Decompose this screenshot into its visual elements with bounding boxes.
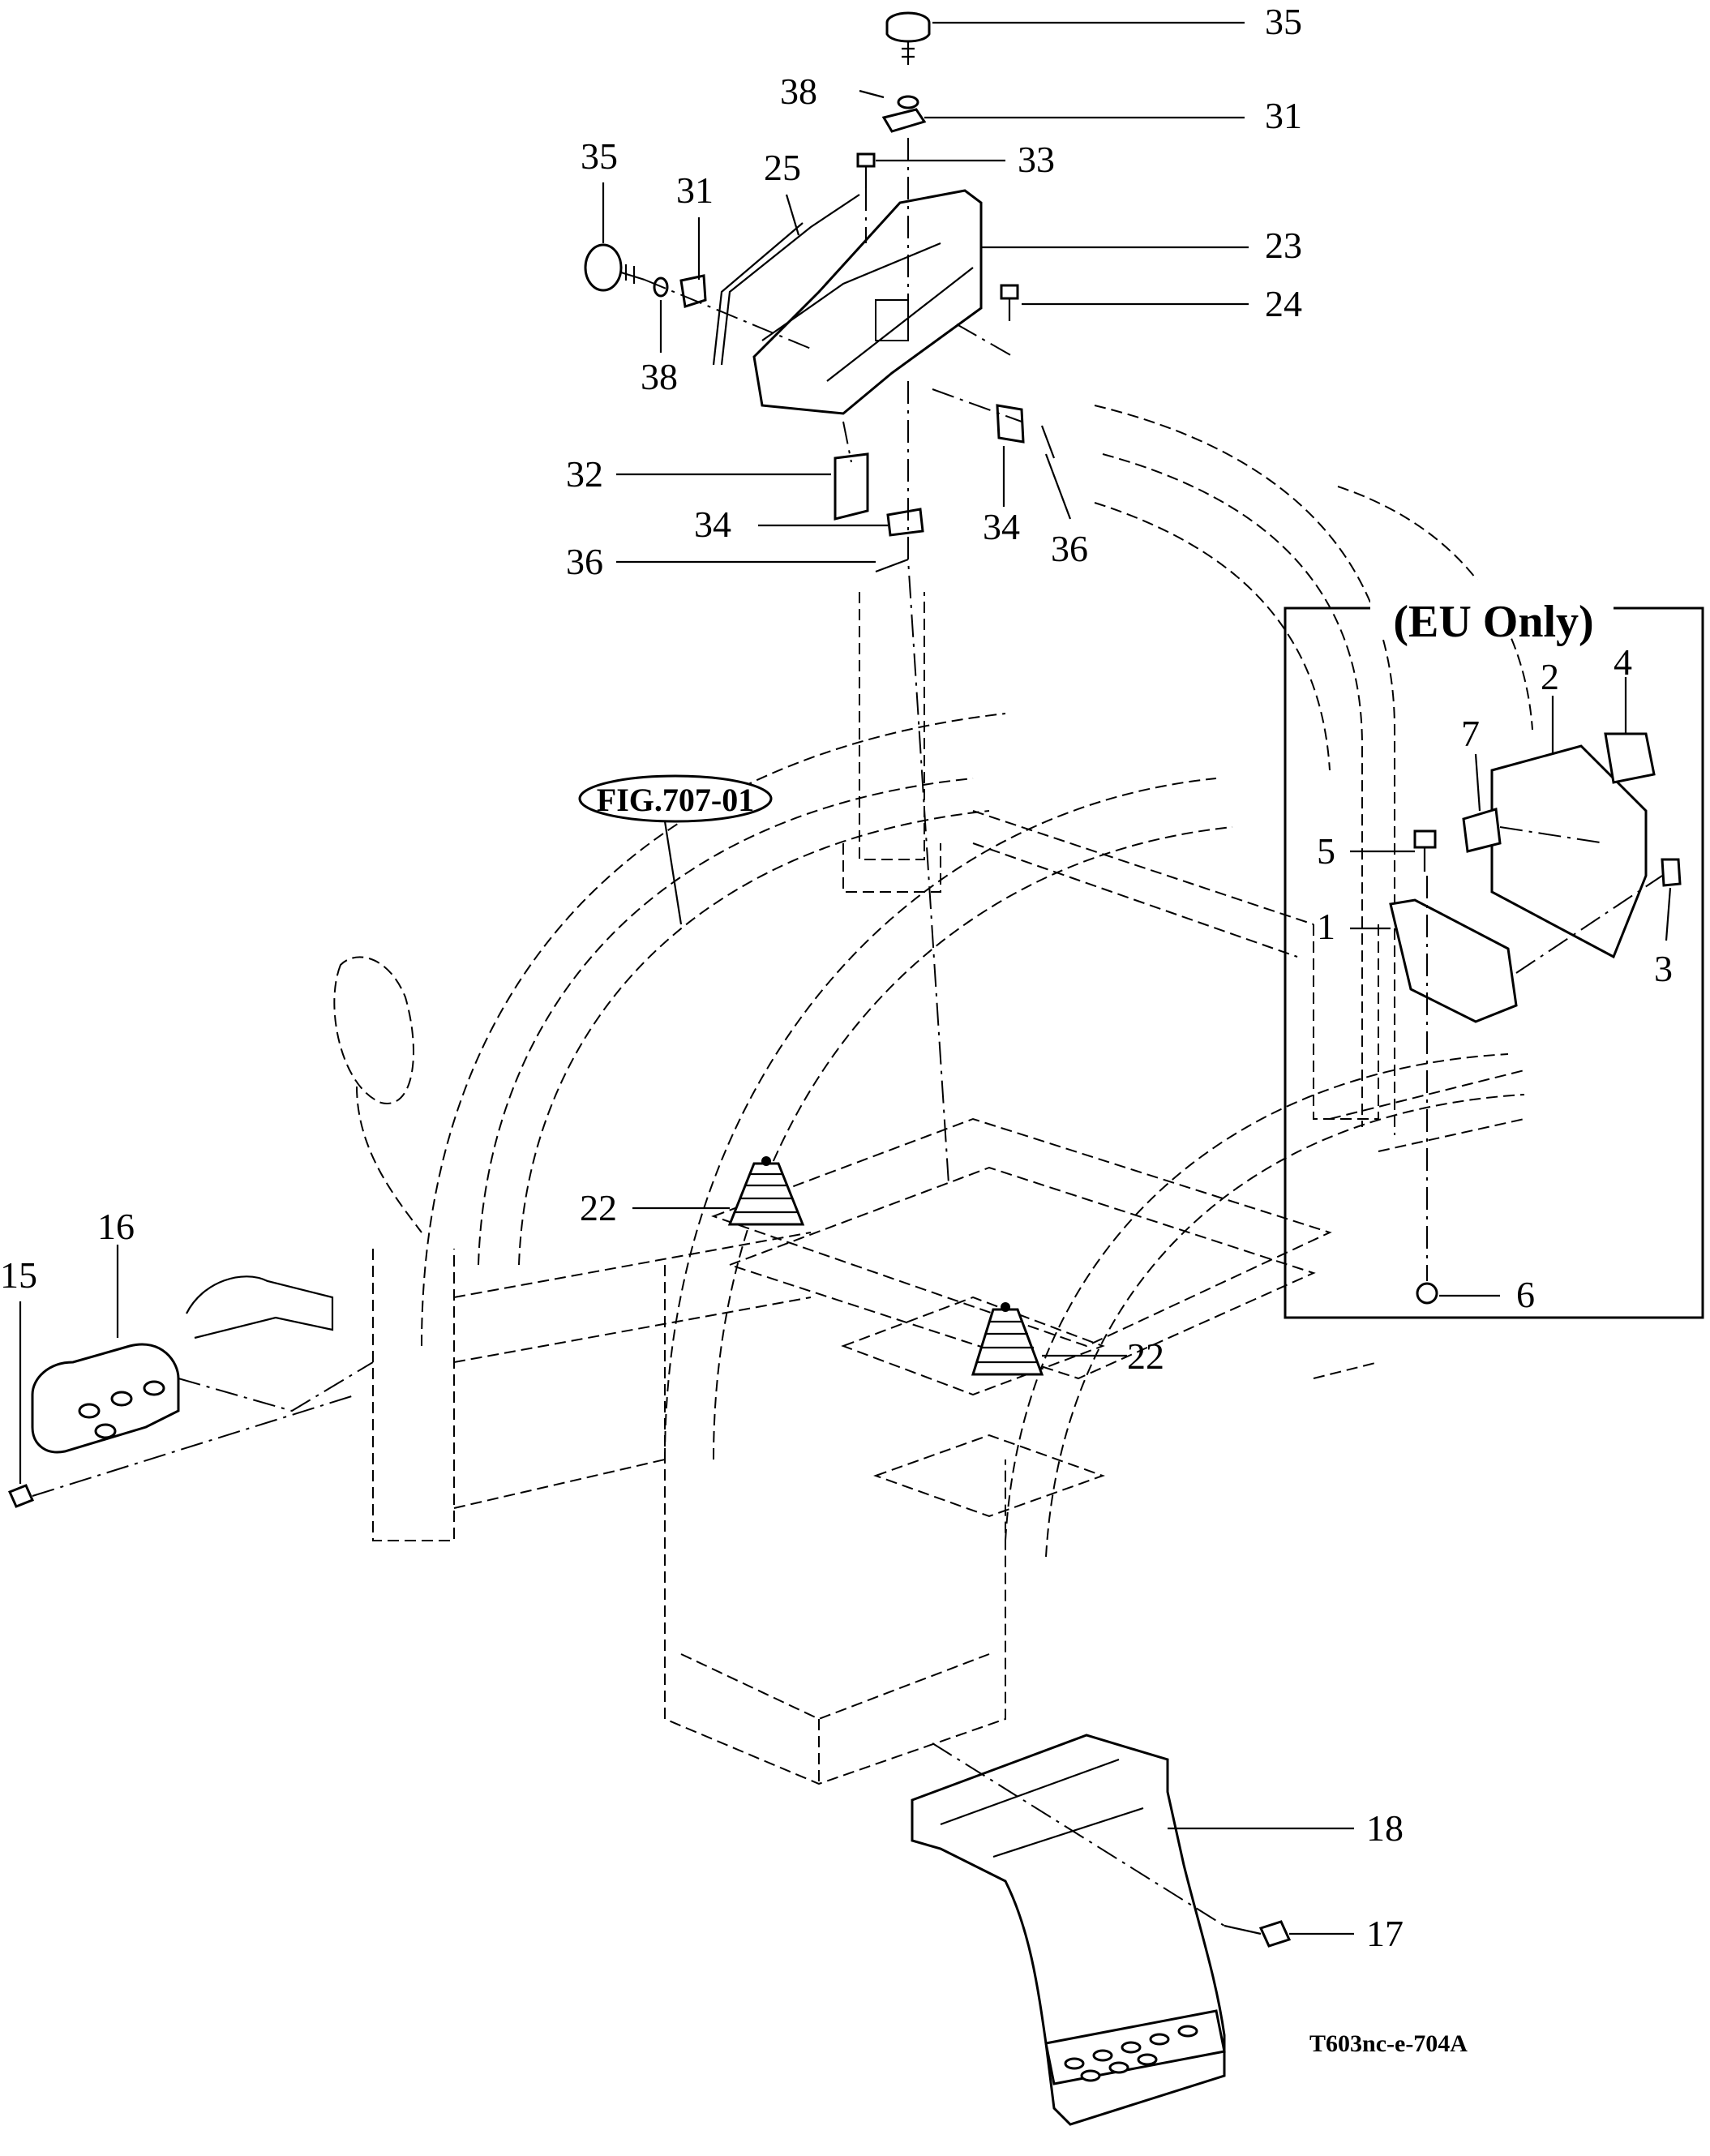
eu-only-title: (EU Only) bbox=[1393, 597, 1593, 647]
left-step-assembly bbox=[7, 1275, 374, 1508]
callout-35-top: 35 bbox=[1265, 1, 1302, 42]
callout-7: 7 bbox=[1461, 713, 1480, 754]
callout-34-right: 34 bbox=[983, 506, 1020, 547]
bolt-24 bbox=[1000, 284, 1019, 300]
bolt-5 bbox=[1413, 829, 1437, 849]
knob-left bbox=[584, 243, 623, 292]
callout-31-top: 31 bbox=[1265, 95, 1302, 136]
callout-1: 1 bbox=[1317, 906, 1335, 947]
callout-3: 3 bbox=[1654, 948, 1673, 989]
fig-reference: FIG.707-01 bbox=[578, 774, 773, 925]
callout-36-left: 36 bbox=[566, 541, 603, 582]
callout-31-left: 31 bbox=[676, 169, 714, 211]
clip-34-left bbox=[886, 508, 924, 537]
clip-top bbox=[881, 108, 927, 133]
boot-upper bbox=[727, 1162, 805, 1226]
bracket-32 bbox=[834, 452, 869, 521]
eu-only-inset: (EU Only) bbox=[1284, 580, 1704, 1319]
boot-lower bbox=[971, 1308, 1044, 1376]
callout-15: 15 bbox=[0, 1254, 37, 1296]
callout-2: 2 bbox=[1541, 656, 1559, 697]
callout-32: 32 bbox=[566, 453, 603, 495]
cover-assembly bbox=[584, 11, 1056, 1185]
clip-left bbox=[679, 274, 707, 308]
callout-22-upper: 22 bbox=[580, 1187, 617, 1228]
bolt-33 bbox=[856, 152, 876, 168]
pin-36-left bbox=[875, 558, 909, 573]
pin-36-right bbox=[1040, 425, 1056, 459]
bolt-17 bbox=[1258, 1920, 1292, 1948]
bolt-3 bbox=[1661, 858, 1682, 887]
fig-reference-label: FIG.707-01 bbox=[597, 782, 754, 818]
leader-lines bbox=[19, 21, 1672, 1935]
callout-16: 16 bbox=[97, 1206, 135, 1247]
step-16 bbox=[31, 1343, 180, 1454]
callout-35-left: 35 bbox=[581, 135, 618, 177]
callout-24: 24 bbox=[1265, 283, 1302, 324]
callout-23: 23 bbox=[1265, 225, 1302, 266]
fig-reference-oval bbox=[578, 774, 773, 823]
bolt-15 bbox=[7, 1484, 35, 1508]
callout-labels: 35 38 31 33 35 31 25 23 24 38 32 34 34 3… bbox=[0, 1, 1673, 1954]
callout-34-left: 34 bbox=[694, 504, 731, 545]
callout-36-right: 36 bbox=[1051, 528, 1088, 569]
callout-17: 17 bbox=[1366, 1913, 1404, 1954]
clip-34-right bbox=[996, 404, 1025, 444]
right-step-assembly bbox=[911, 1734, 1292, 2126]
callout-38-top: 38 bbox=[780, 71, 817, 112]
bracket-7 bbox=[1462, 808, 1502, 853]
callout-33: 33 bbox=[1018, 139, 1055, 180]
callout-4: 4 bbox=[1614, 641, 1632, 683]
callout-5: 5 bbox=[1317, 830, 1335, 872]
bracket-1 bbox=[1389, 898, 1518, 1023]
callout-25: 25 bbox=[764, 147, 801, 188]
seal-strip bbox=[720, 194, 860, 366]
callout-6: 6 bbox=[1516, 1274, 1535, 1315]
callout-18: 18 bbox=[1366, 1807, 1404, 1849]
nut-6 bbox=[1416, 1282, 1438, 1305]
lamp-4 bbox=[1604, 732, 1656, 784]
callout-22-lower: 22 bbox=[1127, 1335, 1164, 1377]
figure-id: T603nc-e-704A bbox=[1309, 2030, 1468, 2057]
plate-2 bbox=[1490, 744, 1648, 959]
callout-38-left: 38 bbox=[641, 356, 678, 397]
tractor-frame-outline bbox=[333, 405, 1533, 1785]
washer-top bbox=[897, 95, 919, 109]
boots bbox=[727, 1156, 1044, 1376]
cover-panel bbox=[752, 189, 983, 415]
